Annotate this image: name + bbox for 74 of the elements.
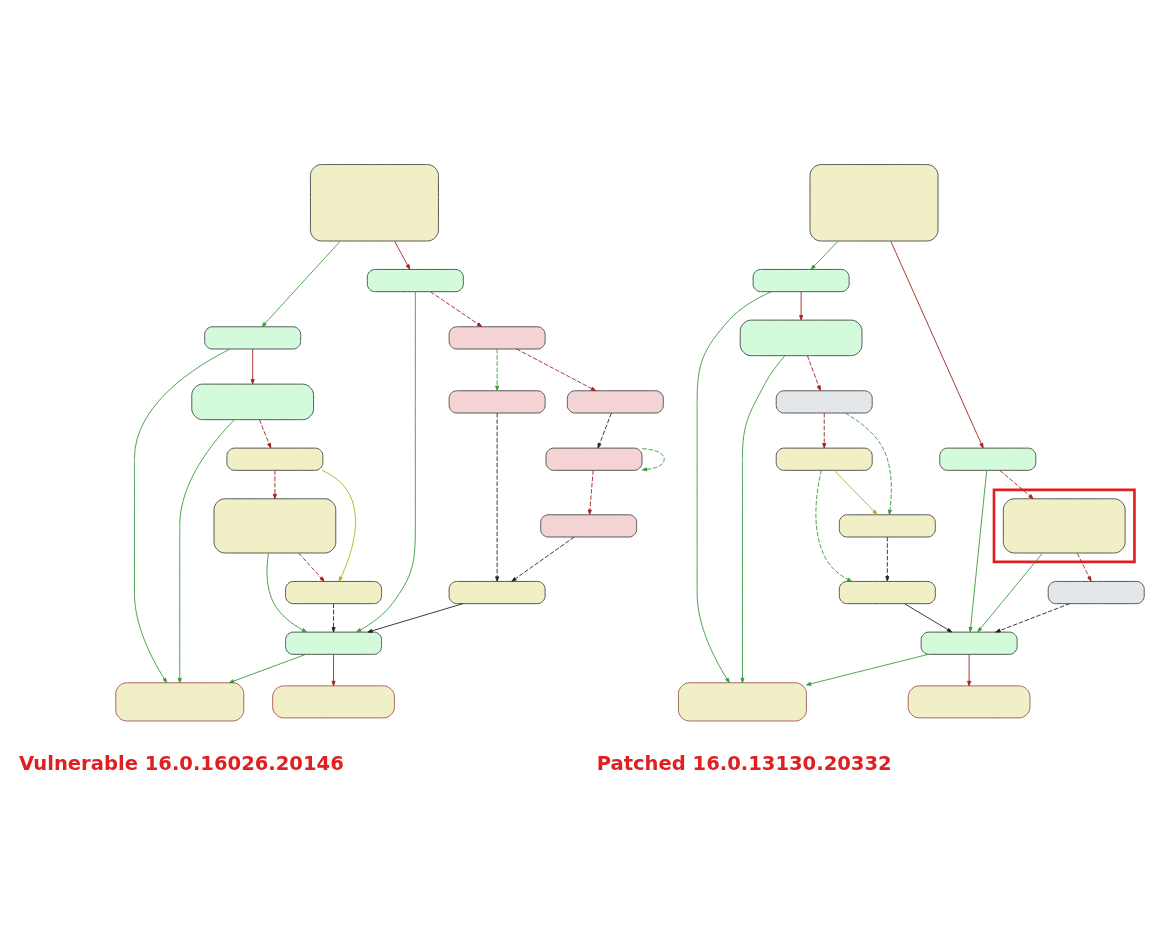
node-box xyxy=(838,580,936,604)
arrow xyxy=(272,469,277,499)
arrow xyxy=(511,536,575,582)
arrow xyxy=(806,354,821,391)
cluster xyxy=(992,488,1136,563)
arrow xyxy=(516,348,597,391)
arrow xyxy=(495,412,500,582)
arrow xyxy=(844,412,892,515)
node-box xyxy=(545,447,643,471)
node-box xyxy=(310,163,439,241)
arrow xyxy=(298,552,325,582)
arrow xyxy=(696,290,772,683)
arrow xyxy=(597,412,612,448)
node-box xyxy=(204,325,302,349)
arrow xyxy=(995,602,1070,633)
arrow xyxy=(259,418,272,448)
arrow xyxy=(641,447,665,471)
arrow xyxy=(134,348,231,683)
arrow xyxy=(822,412,827,448)
arrow xyxy=(356,290,416,633)
arrow xyxy=(321,469,356,582)
arrow xyxy=(977,552,1043,632)
arrow xyxy=(890,240,984,448)
node-box xyxy=(1002,497,1126,553)
arrow xyxy=(261,240,341,327)
node-box xyxy=(566,389,664,413)
node-box xyxy=(285,580,382,604)
node-box xyxy=(809,163,939,241)
arrow xyxy=(810,240,839,270)
node-box xyxy=(448,389,546,413)
arrow xyxy=(740,354,786,683)
arrow xyxy=(331,602,336,632)
arrow xyxy=(495,348,500,391)
node-box xyxy=(191,383,314,420)
node-box xyxy=(838,513,936,537)
arrow xyxy=(885,536,890,581)
node-box xyxy=(448,580,546,604)
node-box xyxy=(775,447,873,471)
node-box xyxy=(775,389,873,413)
arrow xyxy=(587,469,594,515)
node-box xyxy=(448,325,546,349)
node-box xyxy=(115,681,245,721)
node-box xyxy=(752,268,850,292)
arrow xyxy=(331,653,336,686)
arrow xyxy=(833,469,878,515)
node-box xyxy=(1047,580,1145,604)
node-box xyxy=(678,681,807,721)
node-box xyxy=(213,497,337,553)
node-box xyxy=(939,447,1037,471)
node-box xyxy=(366,268,464,292)
arrow xyxy=(799,290,804,320)
arrow xyxy=(815,469,853,582)
arrow xyxy=(968,469,988,632)
arrow xyxy=(904,602,953,632)
arrow xyxy=(367,602,464,633)
arrow xyxy=(806,653,929,686)
arrow xyxy=(228,653,307,683)
arrow xyxy=(430,290,483,327)
arrow xyxy=(967,653,972,686)
node-box xyxy=(739,319,863,356)
label: Vulnerable 16.0.16026.20146 xyxy=(18,751,344,775)
arrow xyxy=(999,469,1034,499)
label: Patched 16.0.13130.20332 xyxy=(596,751,892,775)
node-box xyxy=(226,447,324,471)
arrow xyxy=(1076,552,1092,582)
node-box xyxy=(907,684,1031,718)
node-box xyxy=(920,631,1018,655)
node-box xyxy=(540,513,638,537)
arrow xyxy=(250,348,255,384)
node-box xyxy=(285,631,382,655)
node-box xyxy=(272,684,395,718)
arrow xyxy=(394,240,411,270)
arrow xyxy=(177,418,235,683)
arrow xyxy=(266,552,308,632)
